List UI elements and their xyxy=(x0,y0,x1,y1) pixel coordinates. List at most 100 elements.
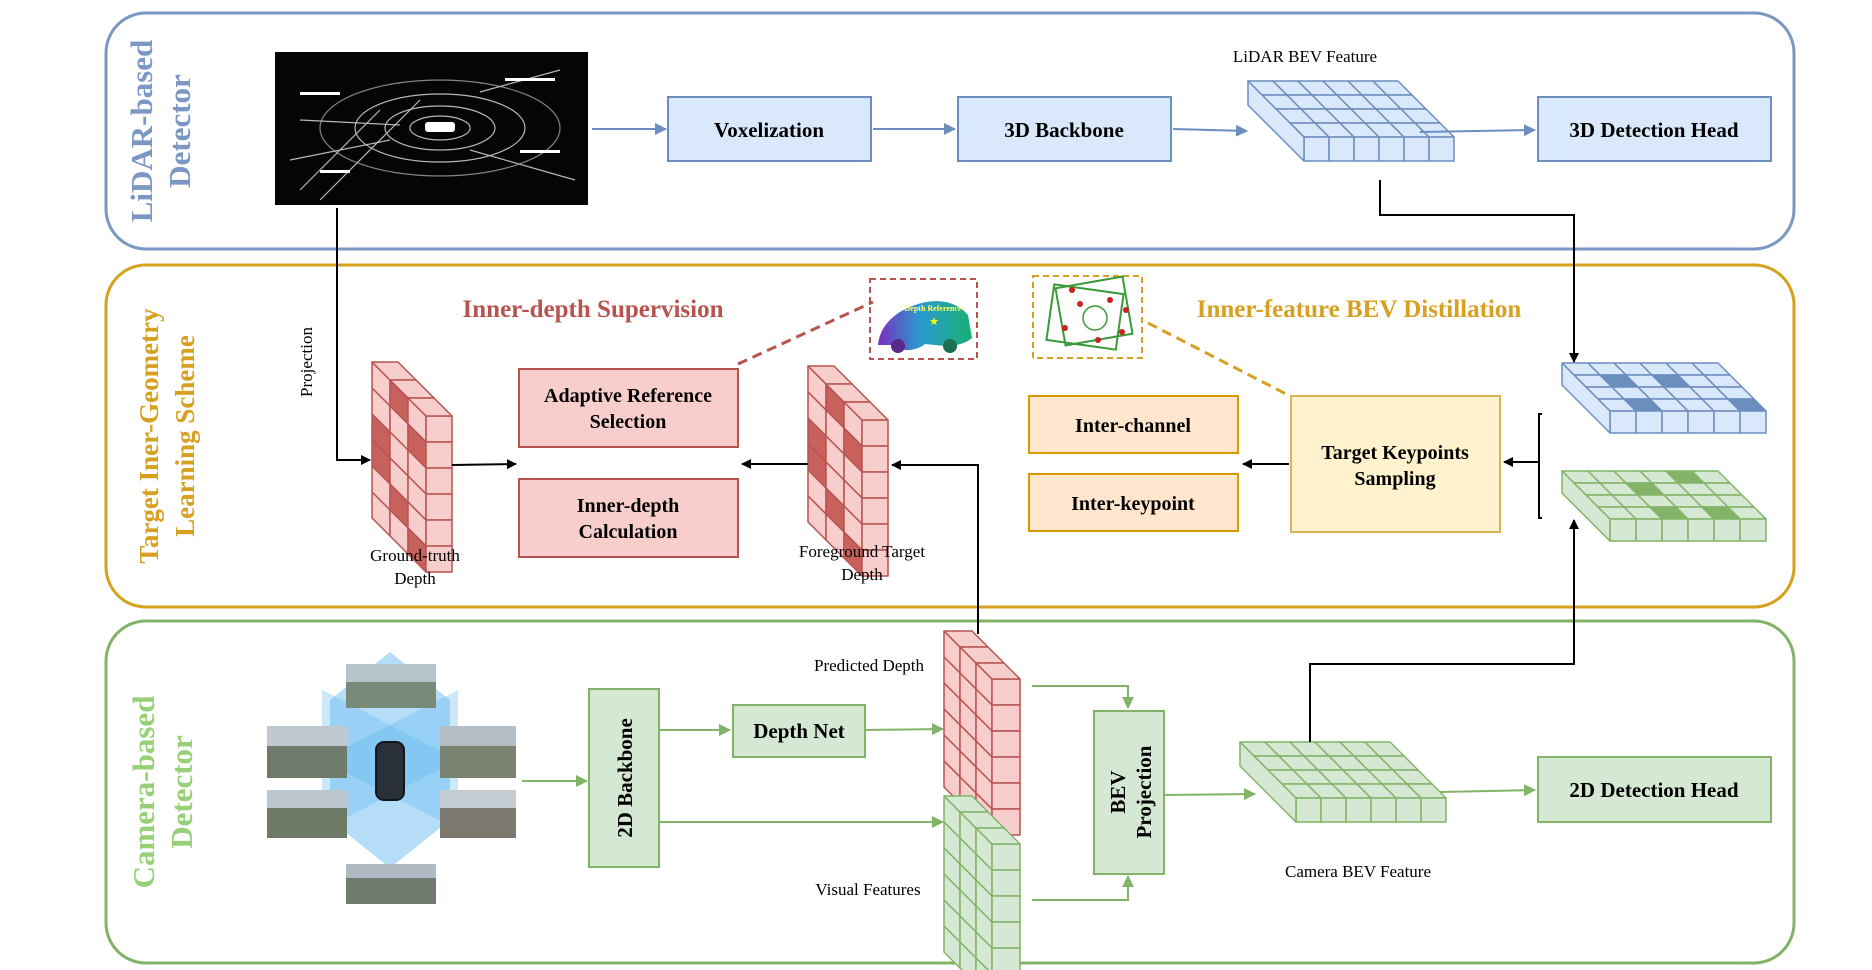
visual-features-label: Visual Features xyxy=(815,880,920,899)
grid-front-cell xyxy=(1687,410,1715,434)
predicted-depth-label: Predicted Depth xyxy=(814,656,924,675)
scheme-panel xyxy=(104,263,1796,609)
2d-detection-head-box xyxy=(1537,756,1772,823)
inner-depth-supervision-title: Inner-depth Supervision xyxy=(463,296,724,323)
wall-front-cell xyxy=(425,493,453,521)
wall-front-cell xyxy=(991,869,1021,897)
adaptive-reference-label-line2: Selection xyxy=(590,411,667,433)
keypoint-sampling-thumbnail xyxy=(1032,275,1143,359)
inter-keypoint-box xyxy=(1028,473,1239,532)
wall-front-cell xyxy=(991,678,1021,706)
scheme-lidar-bev-grid xyxy=(1561,362,1767,434)
grid-front-cell xyxy=(1295,797,1322,823)
projection-arrow xyxy=(336,208,371,465)
lidar-bev-feature-label: LiDAR BEV Feature xyxy=(1233,47,1377,66)
3d-backbone-label: 3D Backbone xyxy=(1004,118,1124,142)
keypoints-label-line2: Sampling xyxy=(1354,468,1435,490)
fg-depth-label-line1: Foreground Target xyxy=(799,542,925,561)
grid-front-cell xyxy=(1739,410,1767,434)
depth-net-box xyxy=(732,704,866,758)
grid-side-face xyxy=(1247,80,1305,162)
bev-projection-label: BEV Projection xyxy=(1106,745,1156,838)
dashed-connector-depth-reference xyxy=(737,300,874,366)
lidar-title-line1: LiDAR-based xyxy=(124,40,159,223)
arrow-bev-projection-to-camera-bev xyxy=(1163,788,1256,801)
grid-front-cell xyxy=(1303,136,1330,162)
inner-depth-calculation-box xyxy=(518,478,739,558)
bev-projection-box xyxy=(1093,710,1165,875)
wall-front-cell xyxy=(425,467,453,495)
ego-car-icon xyxy=(375,741,405,801)
grid-front-cell xyxy=(1428,136,1455,162)
wall-front-cell xyxy=(991,756,1021,784)
camera-panel-title: Camera-based Detector xyxy=(126,696,199,889)
grid-front-cell xyxy=(1345,797,1372,823)
grid-front-cell xyxy=(1609,518,1637,542)
grid-front-cell xyxy=(1661,518,1689,542)
predicted-depth-grid xyxy=(943,630,1021,836)
wall-front-cell xyxy=(425,545,453,573)
inter-channel-box xyxy=(1028,395,1239,454)
grid-front-cell xyxy=(1661,410,1689,434)
wall-front-cell xyxy=(425,441,453,469)
camera-panel xyxy=(104,619,1796,965)
grid-front-cell xyxy=(1403,136,1430,162)
arrow-gt-depth-to-modules xyxy=(451,459,517,470)
wall-side-cell xyxy=(959,941,977,970)
grid-side-face xyxy=(1561,470,1611,542)
ground-truth-depth-grid xyxy=(371,361,453,573)
camera-bev-feature-grid xyxy=(1239,741,1447,823)
wall-side-cell xyxy=(975,931,993,970)
grid-front-cell xyxy=(1687,518,1715,542)
depth-reference-thumbnail: Depth Reference ★ xyxy=(869,278,978,360)
grid-front-cell xyxy=(1378,136,1405,162)
wall-front-cell xyxy=(991,921,1021,949)
grid-front-cell xyxy=(1353,136,1380,162)
target-keypoints-sampling-box xyxy=(1290,395,1501,533)
lidar-point-cloud-image xyxy=(275,52,588,205)
wall-front-cell xyxy=(991,843,1021,871)
lidar-bev-feature-grid xyxy=(1247,80,1455,162)
arrow-backbone-to-bev xyxy=(1172,124,1248,137)
grid-front-cell xyxy=(1713,518,1741,542)
grid-side-face xyxy=(1561,362,1611,434)
wall-front-cell xyxy=(991,947,1021,970)
3d-detection-head-box xyxy=(1537,96,1772,162)
wall-top-cell xyxy=(975,662,1021,680)
voxelization-label: Voxelization xyxy=(714,118,824,142)
grid-front-cell xyxy=(1609,410,1637,434)
depth-net-label: Depth Net xyxy=(753,719,845,743)
inner-depth-calculation-label-line2: Calculation xyxy=(579,521,678,543)
wall-front-cell xyxy=(861,497,889,525)
dashed-connector-keypoints xyxy=(1147,321,1291,398)
fg-depth-label-line2: Depth xyxy=(841,565,883,584)
grid-front-cell xyxy=(1713,410,1741,434)
wall-front-cell xyxy=(991,895,1021,923)
grid-front-cell xyxy=(1635,518,1663,542)
voxelization-box xyxy=(667,96,872,162)
wall-front-cell xyxy=(991,704,1021,732)
grid-front-cell xyxy=(1739,518,1767,542)
wall-front-cell xyxy=(861,419,889,447)
wall-top-cell xyxy=(843,401,889,421)
projection-label: Projection xyxy=(297,327,316,397)
lidar-panel xyxy=(104,11,1796,251)
depth-reference-label: Depth Reference xyxy=(905,304,962,313)
surround-camera-images xyxy=(267,652,516,904)
wall-front-cell xyxy=(425,415,453,443)
bev-distillation-title: Inner-feature BEV Distillation xyxy=(1197,296,1522,323)
camera-title-line2: Detector xyxy=(164,735,199,849)
camera-title-line1: Camera-based xyxy=(126,696,161,889)
2d-detection-head-label: 2D Detection Head xyxy=(1569,778,1738,802)
keypoints-label-line1: Target Keypoints xyxy=(1321,442,1469,464)
visual-features-grid xyxy=(943,795,1021,970)
wall-front-cell xyxy=(991,730,1021,758)
lidar-title-line2: Detector xyxy=(162,74,197,188)
arrow-predicted-depth-to-bev-projection xyxy=(1032,685,1134,709)
gt-depth-label-line1: Ground-truth xyxy=(370,546,460,565)
foreground-target-depth-grid xyxy=(807,365,889,577)
wall-side-cell xyxy=(975,957,990,970)
inter-channel-label: Inter-channel xyxy=(1075,415,1191,437)
wall-front-cell xyxy=(861,445,889,473)
